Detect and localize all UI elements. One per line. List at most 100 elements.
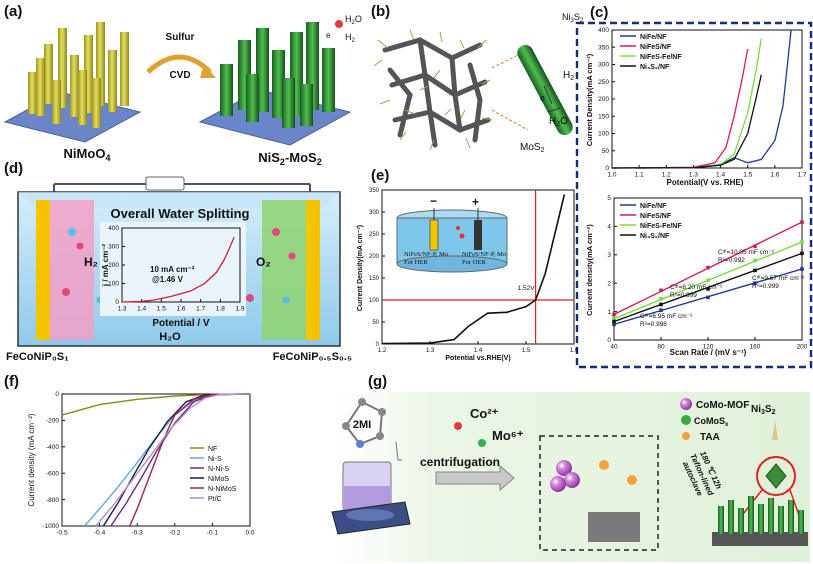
c-bottom-annotation-r2: R²=0.999 [752,283,779,290]
c-top-y-tick-label: 0 [605,165,609,172]
f-legend-entry: Pt/C [208,496,222,503]
co-label: Co²⁺ [470,406,499,421]
c-bottom-annotation-cdl: Cᵈᵗ=9.57 mF cm⁻² [752,275,805,282]
c-bottom-data-point [800,220,804,224]
e-y-tick-label: 350 [369,188,380,194]
cvd-arrowhead [200,64,216,78]
c-bottom-x-axis-label: Scan Rate / (mV s⁻¹) [670,348,747,357]
nis2-mos2-rod-array [220,22,335,128]
cathode-plate [36,200,50,340]
legend-taa: TAA [700,432,720,443]
nis2-mos2-label: NiS2-MoS2 [258,150,321,167]
c-bottom-annotation-r2: R²=0.992 [718,257,745,264]
c-bottom-data-point [659,288,663,293]
f-legend-entry: N-Ni-S [208,466,229,473]
c-bottom-y-tick-label: 0 [607,337,611,344]
electron-label-b: e [540,93,545,103]
zoom-lines [491,49,529,131]
f-x-tick-label: -0.5 [56,530,68,537]
c-bottom-annotation-r2: R²=0.998 [640,321,667,328]
nanosheet-network [382,37,491,148]
nanosheet-whiskers [373,29,493,151]
c-bottom-data-point [659,297,663,301]
panel-a-label: (a) [4,3,22,20]
electron-label: e [326,31,331,40]
d-inset-annotation-1: 10 mA cm⁻² [150,265,195,274]
ni3s2-substrate-g [588,512,640,542]
d-inset-x-tick-label: 1.5 [157,306,166,313]
e-y-tick-label: 250 [369,232,380,238]
d-inset-y-tick-label: 400 [108,225,119,232]
zoom-circle [756,456,796,496]
c-top-y-tick-label: 350 [598,44,609,51]
e-y-tick-label: 0 [376,342,380,348]
c-top-y-tick-label: 300 [598,62,609,69]
h2o-label-b: H2O [549,116,568,128]
anode-catalyst [262,200,306,340]
mo-label: Mo⁶⁺ [492,428,524,443]
centrifugation-arrow [435,464,515,492]
f-x-tick-label: 0.0 [245,530,254,537]
f-series-line [84,393,251,527]
c-bottom-y-tick-label: 5 [607,195,611,202]
c-bottom-annotation-cdl: Cᵈᵗ=8.20 mF cm⁻² [670,284,723,291]
single-rod-b [517,44,573,136]
f-legend-entry: Ni-S [208,456,222,463]
cathode-catalyst [50,200,94,340]
c-top-y-tick-label: 150 [598,113,609,120]
overall-water-splitting-title: Overall Water Splitting [111,206,250,221]
anode-plate [306,200,320,340]
e-x-tick-label: 1.2 [378,348,387,354]
sulfur-label: Sulfur [166,32,195,43]
c-bottom-data-point [753,281,757,285]
oer-electrode-label-2: For OER [462,259,486,266]
e-y-tick-label: 150 [369,276,380,282]
e-y-tick-label: 100 [369,298,380,304]
c-top-y-tick-label: 400 [598,27,609,34]
c-top-x-tick-label: 1.0 [607,172,616,179]
f-series-line [61,393,251,416]
panel-b-label: (b) [371,3,390,20]
c-bottom-annotation-cdl: Cᵈᵗ=10.05 mF cm⁻² [718,249,775,256]
c-top-series-line [611,29,792,169]
electrolyzer-inset: − + NiFeS/NF-P, Mo For HER NiFeS/NF-P, M… [396,194,508,273]
nimoo4-label: NiMoO4 [64,146,111,163]
c-bottom-data-point [706,295,710,300]
c-bottom-data-point [753,244,757,249]
mof-particles [550,460,637,492]
c-bottom-data-point [612,319,616,324]
c-bottom-data-point [753,268,757,273]
c-top-y-tick-label: 50 [602,148,610,155]
panel-d-label: (d) [4,160,23,177]
c-top-x-tick-label: 1.3 [689,172,698,179]
2mi-label: 2MI [353,419,371,431]
c-bottom-annotation-cdl: Cᵈᵗ=6.95 mF cm⁻² [640,313,693,320]
f-legend-entry: NF [208,446,217,453]
c-bottom-data-point [659,302,663,307]
panel-a: (a) NiMoO4 Sulfur CVD [3,3,362,167]
c-top-x-tick-label: 1.1 [635,172,644,179]
c-bottom-data-point [612,322,616,327]
d-inset-x-tick-label: 1.6 [176,306,185,313]
legend-ni3s2: Ni3S2 [751,404,776,416]
o2-label-d: O₂ [256,255,271,269]
c-top-legend-entry: NiFeS/NF [640,44,672,51]
nimoo4-rod-array [28,22,129,128]
c-bottom-data-point [800,267,804,271]
c-bottom-data-point [800,240,804,244]
co-dot [454,422,462,430]
c-bottom-legend-entry: NiFeS/NF [640,213,672,220]
final-rod-array [712,496,808,546]
c-top-y-tick-label: 250 [598,79,609,86]
d-inset-polarization-curve [121,237,235,303]
e-x-tick-label: 1.5 [522,348,531,354]
e-y-tick-label: 200 [369,254,380,260]
f-y-tick-label: -200 [46,418,59,425]
d-inset-x-tick-label: 1.8 [216,306,225,313]
f-plot-frame [61,393,251,527]
